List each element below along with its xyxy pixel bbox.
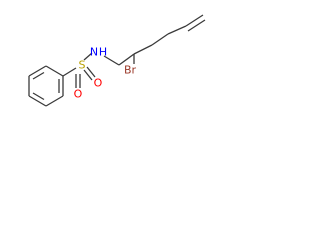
sulfur-nitrogen-bond [83,52,93,61]
chain-bond [151,33,169,46]
ring-double-bond-inner [32,71,45,80]
sulfur-oxygen-double-bond [83,69,93,81]
chain-bond [118,53,135,66]
ring-bond [28,95,47,107]
ring-bond [45,95,64,107]
atom-label-sulfur: S [79,59,86,72]
benzene-ring [28,65,64,107]
chain-bond [133,44,153,55]
structural-formula: N H S O O Br [28,14,206,107]
sulfur-oxygen-double-bond [86,66,96,78]
chain-bond [167,25,187,35]
ring-double-bond-inner [32,92,45,101]
atom-label-nitrogen-hydrogen: H [99,46,107,59]
alkene-double-bond [185,14,204,27]
atom-label-bromine: Br [124,64,137,77]
atom-label-oxygen-right: O [94,77,103,90]
nitrogen-carbon-bond [103,55,120,66]
atom-label-oxygen-left: O [74,88,83,101]
ring-sulfur-bond [62,67,77,77]
atom-label-nitrogen: N [90,46,98,59]
ring-bond [28,65,47,77]
alkene-double-bond [187,19,206,32]
ring-bond [45,65,64,77]
